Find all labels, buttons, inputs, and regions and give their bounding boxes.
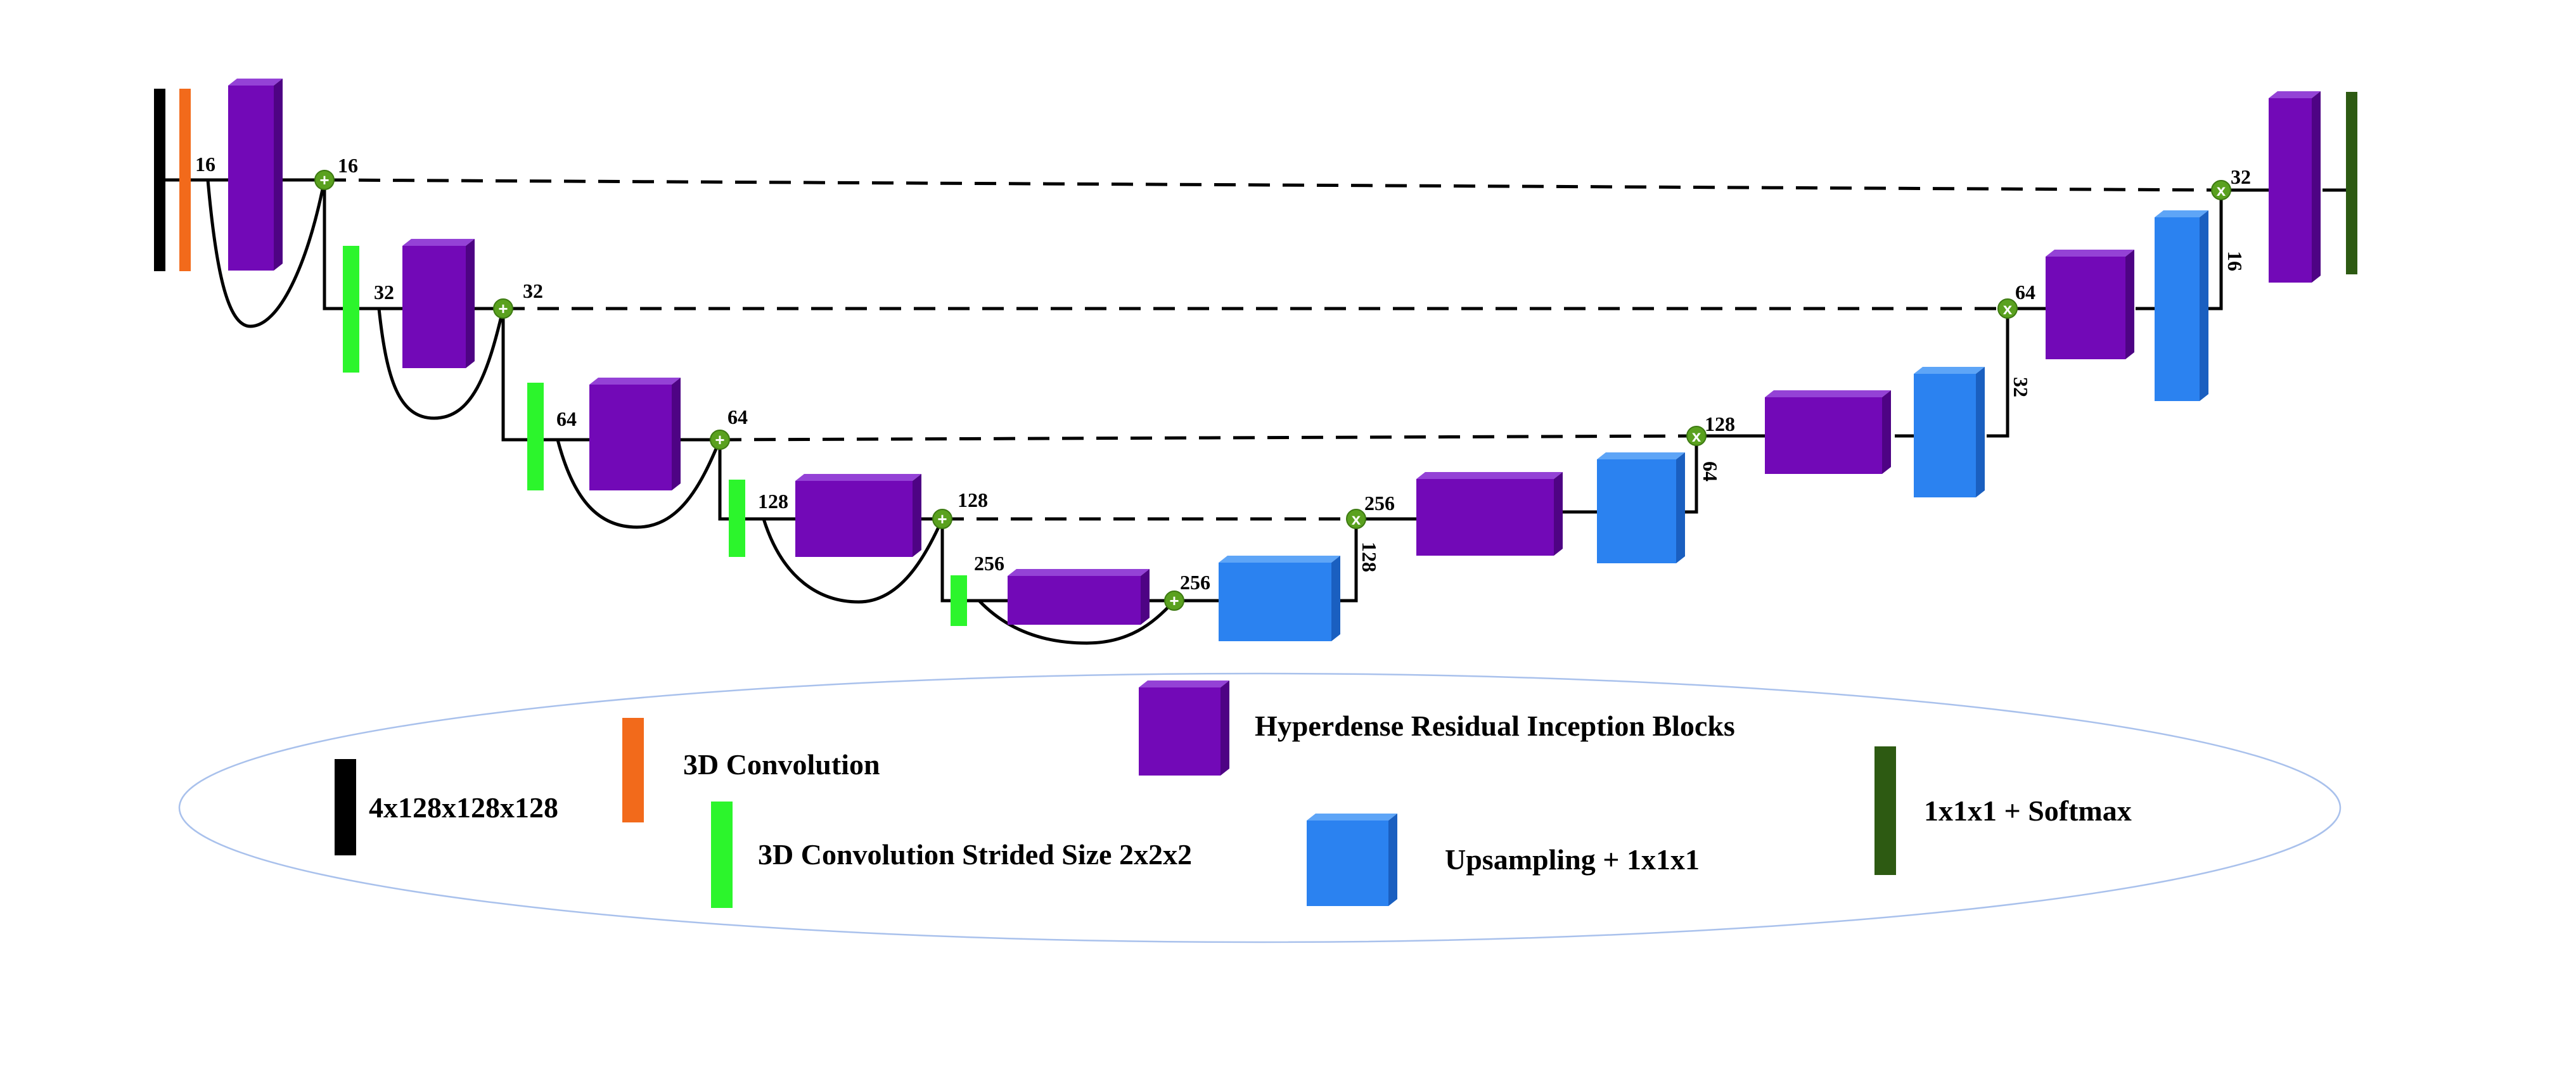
legend-conv3d-swatch	[622, 718, 644, 822]
decoder-hyperdense-block-3	[1765, 390, 1891, 474]
channel-label-d1-cat: 32	[2231, 165, 2251, 188]
channel-label-d4-up: 128	[1358, 542, 1381, 572]
channel-label-d4-cat: 256	[1364, 492, 1395, 514]
concat-node-3: x	[1686, 426, 1707, 446]
svg-text:+: +	[1169, 591, 1179, 610]
legend-upsampling-label: Upsampling + 1x1x1	[1445, 843, 1700, 876]
legend-item-hyperdense: Hyperdense Residual Inception Blocks	[1139, 680, 1735, 776]
encoder-hyperdense-block-5	[1008, 569, 1150, 625]
channel-label-d1-up: 16	[2224, 251, 2246, 271]
svg-text:+: +	[715, 430, 724, 449]
channel-label-e1-out: 16	[338, 154, 358, 177]
upsampling-block-1	[1219, 556, 1340, 641]
add-node-4: +	[932, 509, 952, 529]
channel-labels: 16 16 32 32 64 64 128 128 256 256 256 12…	[195, 153, 2251, 594]
concat-node-1: x	[2211, 180, 2231, 200]
softmax-output-bar	[2346, 92, 2357, 274]
skip-connections	[324, 178, 2222, 521]
encoder-hyperdense-block-4	[795, 474, 921, 557]
legend-hyperdense-label: Hyperdense Residual Inception Blocks	[1255, 710, 1735, 742]
add-node-1: +	[314, 170, 335, 190]
skip-connection-level-3	[719, 434, 1697, 442]
skip-connection-level-1	[324, 178, 2222, 192]
concat-node-2: x	[1997, 298, 2018, 319]
add-node-5: +	[1164, 591, 1184, 611]
legend-softmax-swatch	[1874, 746, 1896, 875]
decoder-hyperdense-block-1	[2269, 91, 2321, 283]
input-volume-bar	[154, 89, 165, 271]
legend-item-upsampling: Upsampling + 1x1x1	[1307, 814, 1700, 906]
channel-label-e4-out: 128	[958, 489, 988, 511]
strided-conv-bar-2	[527, 383, 544, 490]
legend-upsampling-swatch	[1307, 814, 1397, 906]
legend-item-softmax: 1x1x1 + Softmax	[1874, 746, 2132, 875]
upsampling-block-2	[1597, 452, 1685, 563]
strided-conv-bar-4	[951, 575, 967, 626]
concat-node-4: x	[1346, 509, 1366, 529]
channel-label-e5-out: 256	[1180, 571, 1210, 594]
channel-label-e2-in: 32	[374, 281, 394, 303]
svg-text:+: +	[937, 509, 947, 528]
legend-item-strided: 3D Convolution Strided Size 2x2x2	[711, 802, 1192, 908]
upsampling-block-3	[1914, 367, 1985, 497]
svg-text:+: +	[319, 170, 329, 189]
legend: 4x128x128x128 3D Convolution 3D Convolut…	[178, 672, 2342, 943]
svg-text:x: x	[1352, 509, 1361, 528]
legend-strided-swatch	[711, 802, 733, 908]
channel-label-d2-up: 32	[2009, 377, 2032, 397]
legend-strided-label: 3D Convolution Strided Size 2x2x2	[758, 838, 1192, 871]
legend-input-label: 4x128x128x128	[369, 791, 558, 824]
channel-label-d2-cat: 64	[2015, 281, 2035, 303]
legend-conv3d-label: 3D Convolution	[683, 748, 880, 781]
svg-text:x: x	[2003, 299, 2013, 318]
add-node-3: +	[710, 430, 730, 450]
channel-label-d3-cat: 128	[1705, 412, 1735, 435]
legend-softmax-label: 1x1x1 + Softmax	[1924, 795, 2132, 827]
channel-label-e5-in: 256	[974, 552, 1004, 575]
legend-ellipse	[178, 672, 2342, 943]
legend-item-conv3d: 3D Convolution	[622, 718, 880, 822]
channel-label-e1-in: 16	[195, 153, 215, 176]
decoder-hyperdense-block-4	[1416, 472, 1563, 556]
encoder-hyperdense-block-3	[589, 378, 681, 490]
svg-text:x: x	[1692, 426, 1701, 445]
channel-label-e2-out: 32	[523, 279, 543, 302]
channel-label-e3-in: 64	[556, 407, 577, 430]
strided-conv-bar-3	[729, 480, 745, 557]
decoder-hyperdense-block-2	[2046, 250, 2134, 359]
strided-conv-bar-1	[343, 246, 359, 373]
conv3d-bar	[179, 89, 191, 271]
svg-text:x: x	[2217, 181, 2226, 200]
legend-item-input: 4x128x128x128	[335, 759, 558, 855]
encoder-hyperdense-block-1	[228, 79, 283, 271]
channel-label-e4-in: 128	[758, 490, 788, 513]
legend-input-swatch	[335, 759, 356, 855]
svg-text:+: +	[498, 299, 508, 318]
legend-hyperdense-swatch	[1139, 680, 1229, 776]
channel-label-d3-up: 64	[1699, 461, 1722, 482]
upsampling-block-4	[2155, 210, 2208, 401]
encoder-hyperdense-block-2	[402, 239, 475, 368]
channel-label-e3-out: 64	[727, 406, 748, 428]
add-node-2: +	[493, 298, 513, 319]
